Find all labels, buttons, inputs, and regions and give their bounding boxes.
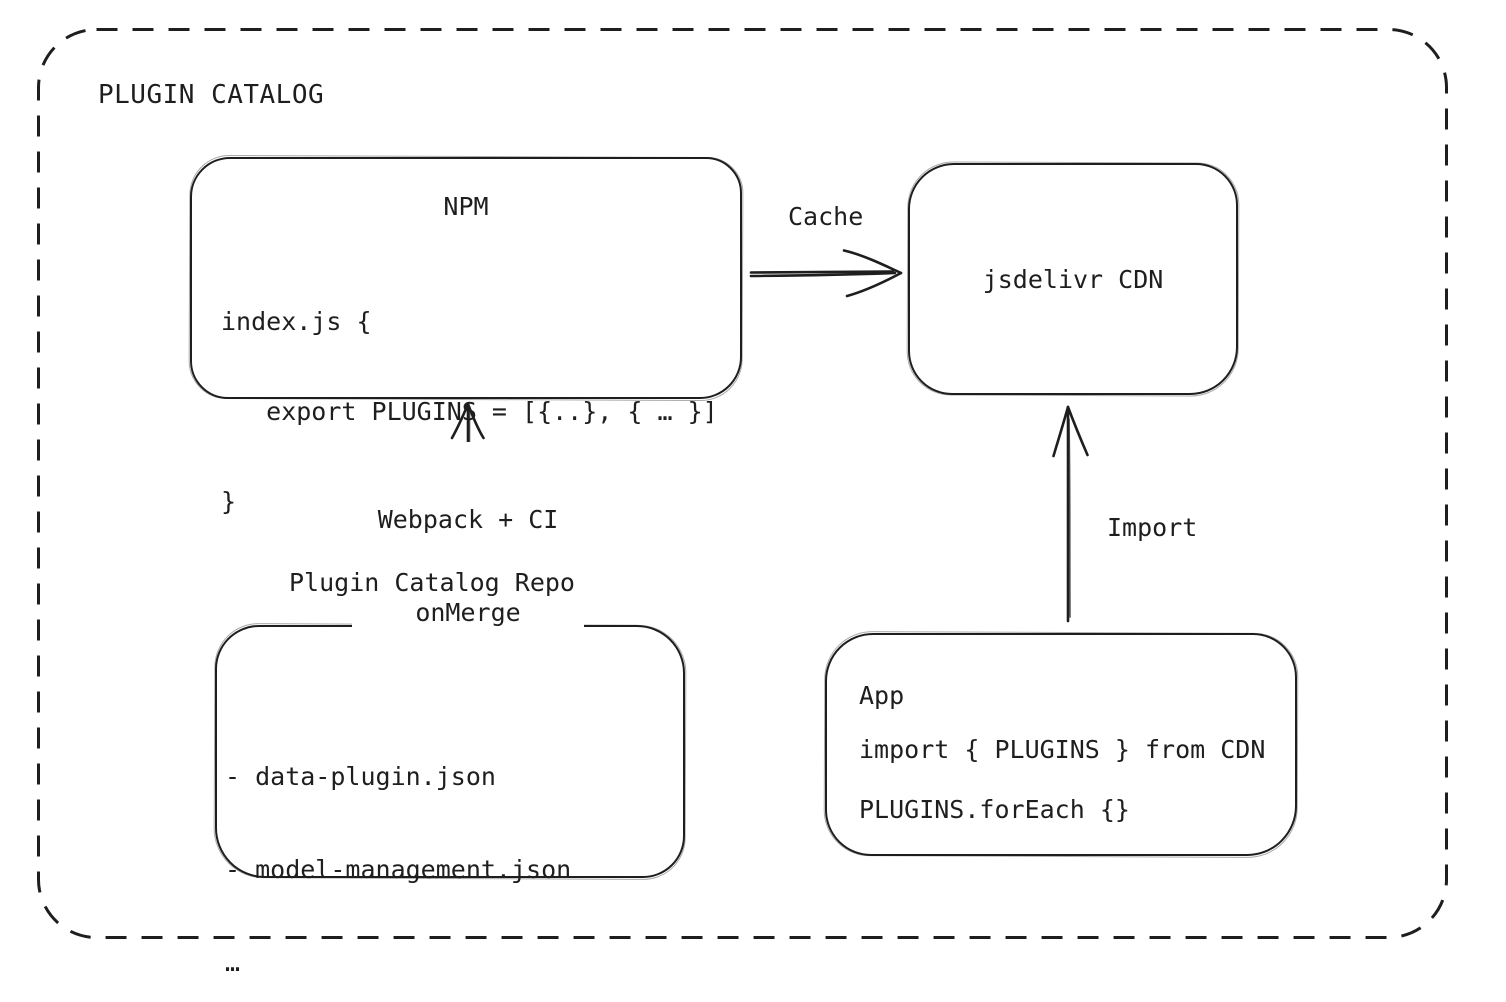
node-jsdelivr-cdn: jsdelivr CDN	[908, 163, 1238, 395]
build-edge-label-line: onMerge	[415, 598, 521, 627]
node-npm: NPM index.js { export PLUGINS = [{..}, {…	[190, 157, 742, 516]
repo-file-item: …	[225, 948, 241, 977]
app-code-line: PLUGINS.forEach {}	[859, 795, 1130, 824]
cdn-label: jsdelivr CDN	[982, 264, 1164, 294]
repo-file-list: - data-plugin.json - model-management.js…	[225, 699, 571, 1002]
import-edge-label: Import	[1107, 513, 1198, 542]
app-title: App	[859, 681, 905, 710]
repo-file-item: - data-plugin.json	[225, 762, 496, 791]
npm-code: index.js { export PLUGINS = [{..}, { … }…	[221, 247, 718, 577]
cache-arrow	[749, 249, 903, 298]
npm-title: NPM	[443, 192, 489, 221]
repo-label: Plugin Catalog Repo	[289, 568, 575, 597]
diagram-title: PLUGIN CATALOG	[98, 80, 325, 110]
npm-code-line: index.js {	[221, 307, 372, 336]
app-code-line: import { PLUGINS } from CDN	[859, 735, 1266, 764]
build-edge-label: Webpack + CI onMerge	[352, 442, 584, 704]
cache-edge-label: Cache	[788, 202, 864, 231]
build-edge-label-line: Webpack + CI	[377, 505, 559, 534]
import-arrow	[1052, 405, 1089, 623]
npm-code-line: }	[221, 487, 237, 516]
node-app: App import { PLUGINS } from CDN PLUGINS.…	[825, 633, 1297, 856]
repo-file-item: - model-management.json	[225, 855, 572, 884]
npm-code-line: export PLUGINS = [{..}, { … }]	[221, 397, 718, 426]
